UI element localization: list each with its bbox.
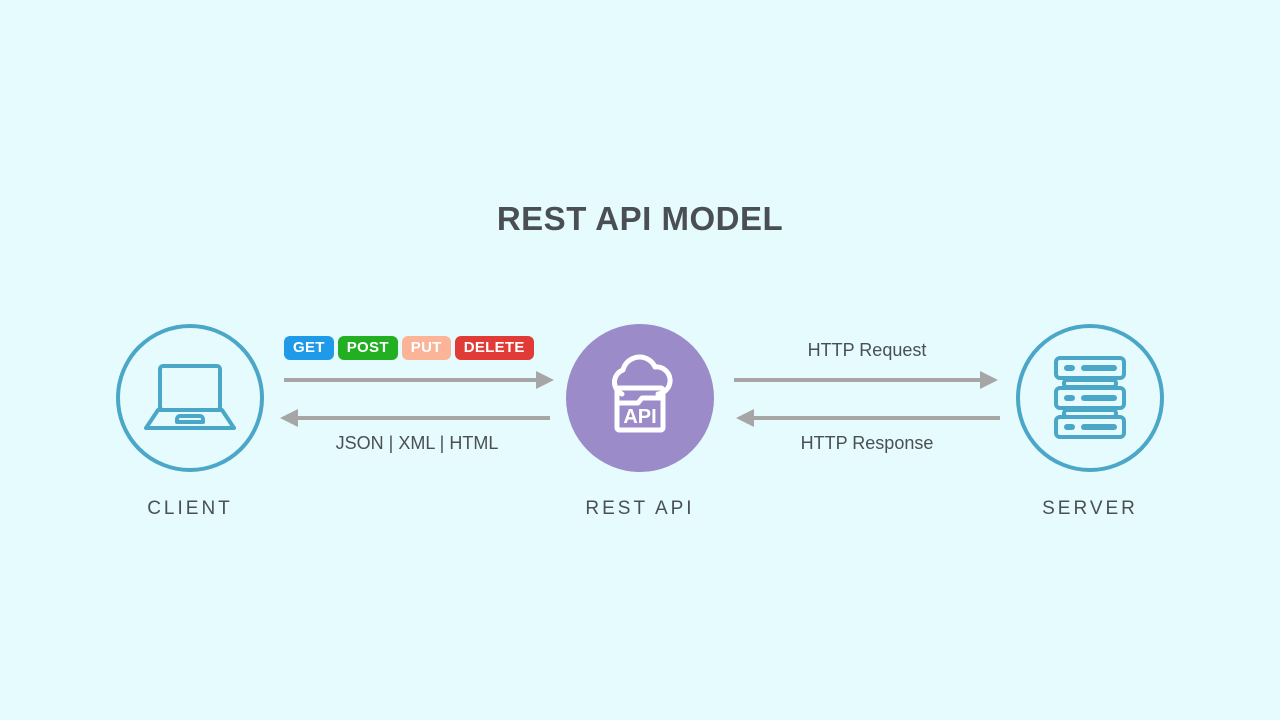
- arrow-http-request-right: [734, 371, 998, 389]
- client-label: CLIENT: [147, 498, 233, 519]
- badge-delete[interactable]: DELETE: [454, 336, 534, 360]
- laptop-icon: [144, 358, 236, 438]
- server-rack-icon: [1048, 354, 1132, 442]
- api-cloud-icon: API: [592, 350, 688, 446]
- arrow-http-response-left: [736, 409, 1000, 427]
- label-http-response: HTTP Response: [800, 433, 934, 453]
- node-server[interactable]: SERVER: [1010, 324, 1170, 520]
- svg-text:API: API: [623, 406, 656, 428]
- label-http-request: HTTP Request: [807, 340, 927, 360]
- node-rest-api[interactable]: API REST API: [560, 324, 720, 520]
- server-circle: [1016, 324, 1164, 472]
- node-client[interactable]: CLIENT: [110, 324, 270, 520]
- client-circle: [116, 324, 264, 472]
- page-title: REST API MODEL: [496, 200, 784, 237]
- server-label: SERVER: [1042, 498, 1138, 519]
- flow-client-api: GET POST PUT DELETE JSON | XML | HTML: [278, 330, 556, 470]
- flow-left-arrows: [280, 371, 554, 427]
- rest-api-label: REST API: [585, 498, 695, 519]
- badge-get[interactable]: GET: [284, 336, 334, 360]
- arrow-request-right: [284, 371, 554, 389]
- flow-api-server: HTTP Request HTTP Response: [728, 330, 1006, 470]
- badge-post[interactable]: POST: [337, 336, 398, 360]
- http-method-badges: GET POST PUT DELETE: [284, 336, 534, 360]
- label-response-formats: JSON | XML | HTML: [335, 433, 499, 453]
- badge-put[interactable]: PUT: [401, 336, 451, 360]
- rest-api-circle: API: [566, 324, 714, 472]
- arrow-response-left: [280, 409, 550, 427]
- flow-right-arrows: [734, 371, 1000, 427]
